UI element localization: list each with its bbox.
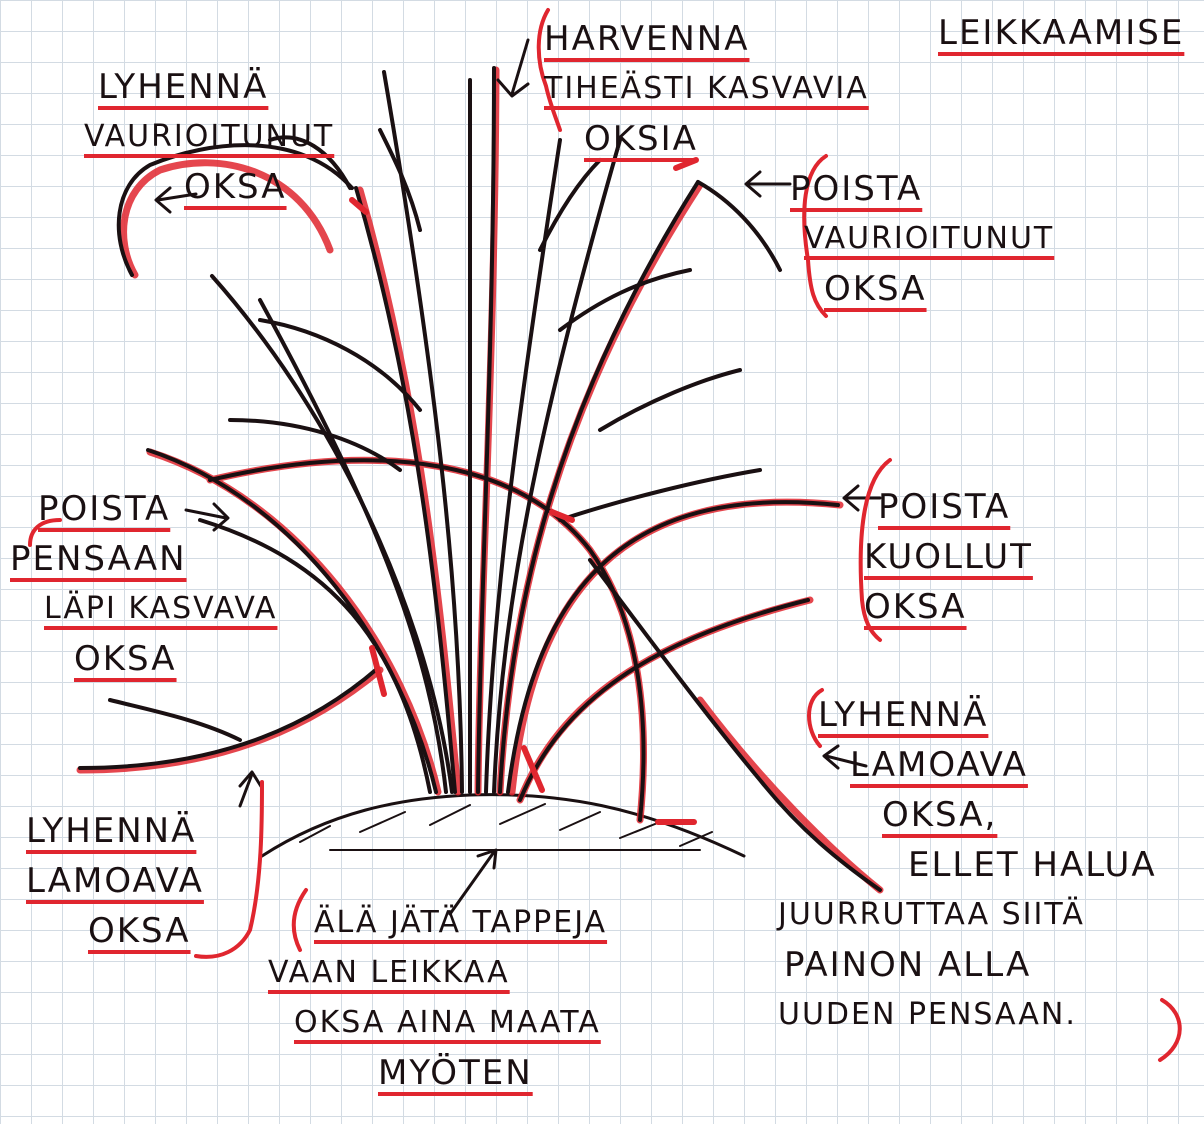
note-line: UUDEN PENSAAN. bbox=[778, 990, 1157, 1040]
note-line: TIHEÄSTI KASVAVIA bbox=[544, 64, 869, 114]
note-line: OKSA bbox=[824, 264, 1054, 314]
note-line: LYHENNÄ bbox=[26, 806, 204, 856]
note-line: HARVENNA bbox=[544, 14, 869, 64]
note-line: LEIKKAAMISE bbox=[938, 8, 1184, 58]
note-line: OKSA bbox=[74, 634, 277, 684]
note-line: VAAN LEIKKAA bbox=[268, 948, 607, 998]
note-line: PENSAAN bbox=[10, 534, 277, 584]
note-line: JUURRUTTAA SIITÄ bbox=[778, 890, 1157, 940]
note-thin-dense-branches: HARVENNA TIHEÄSTI KASVAVIA OKSIA bbox=[544, 14, 869, 164]
note-line: MYÖTEN bbox=[378, 1048, 607, 1098]
note-line: POISTA bbox=[790, 164, 1054, 214]
note-line: OKSA bbox=[88, 906, 204, 956]
note-line: LAMOAVA bbox=[850, 740, 1157, 790]
note-shorten-damaged-branch: LYHENNÄ VAURIOITUNUT OKSA bbox=[84, 62, 334, 212]
note-line: ÄLÄ JÄTÄ TAPPEJA bbox=[314, 898, 607, 948]
note-shorten-drooping-branch-right: LYHENNÄ LAMOAVA OKSA, ELLET HALUA JUURRU… bbox=[778, 690, 1157, 1040]
note-line: OKSIA bbox=[584, 114, 869, 164]
note-line: VAURIOITUNUT bbox=[804, 214, 1054, 264]
note-line: OKSA, bbox=[882, 790, 1157, 840]
note-line: KUOLLUT bbox=[864, 532, 1033, 582]
note-line: OKSA bbox=[864, 582, 1033, 632]
note-line: OKSA bbox=[184, 162, 334, 212]
note-remove-through-growing-branch: POISTA PENSAAN LÄPI KASVAVA OKSA bbox=[10, 484, 277, 684]
note-line: POISTA bbox=[38, 484, 277, 534]
note-line: ELLET HALUA bbox=[908, 840, 1157, 890]
note-shorten-drooping-branch-left: LYHENNÄ LAMOAVA OKSA bbox=[26, 806, 204, 956]
note-line: OKSA AINA MAATA bbox=[294, 998, 607, 1048]
ground-mound bbox=[262, 795, 744, 856]
note-line: LYHENNÄ bbox=[98, 62, 334, 112]
title-fragment: LEIKKAAMISE bbox=[938, 8, 1184, 58]
note-line: POISTA bbox=[878, 482, 1033, 532]
note-remove-dead-branch: POISTA KUOLLUT OKSA bbox=[864, 482, 1033, 632]
note-remove-damaged-branch: POISTA VAURIOITUNUT OKSA bbox=[790, 164, 1054, 314]
note-line: PAINON ALLA bbox=[784, 940, 1157, 990]
note-line: LAMOAVA bbox=[26, 856, 204, 906]
note-line: VAURIOITUNUT bbox=[84, 112, 334, 162]
note-no-stubs: ÄLÄ JÄTÄ TAPPEJA VAAN LEIKKAA OKSA AINA … bbox=[268, 898, 607, 1098]
note-line: LÄPI KASVAVA bbox=[44, 584, 277, 634]
note-line: LYHENNÄ bbox=[818, 690, 1157, 740]
